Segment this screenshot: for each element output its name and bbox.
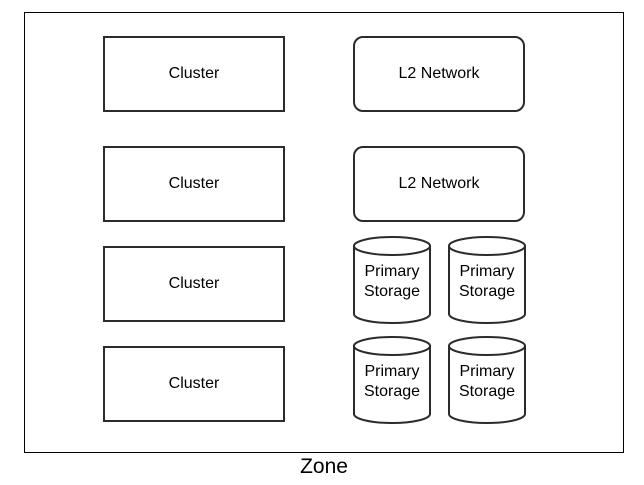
cylinder-shape bbox=[353, 236, 431, 324]
cluster-box-3[interactable]: Cluster bbox=[103, 246, 285, 322]
cylinder-shape bbox=[448, 236, 526, 324]
primary-storage-4[interactable]: Primary Storage bbox=[448, 336, 526, 424]
primary-storage-1[interactable]: Primary Storage bbox=[353, 236, 431, 324]
cluster-box-4[interactable]: Cluster bbox=[103, 346, 285, 422]
zone-label: Zone bbox=[300, 455, 348, 478]
l2-network-label: L2 Network bbox=[398, 175, 480, 192]
cluster-label: Cluster bbox=[168, 65, 220, 82]
primary-storage-label: Primary Storage bbox=[458, 263, 516, 300]
cylinder-shape bbox=[448, 336, 526, 424]
primary-storage-3[interactable]: Primary Storage bbox=[353, 336, 431, 424]
primary-storage-2[interactable]: Primary Storage bbox=[448, 236, 526, 324]
cluster-label: Cluster bbox=[168, 275, 220, 292]
cylinder-shape bbox=[353, 336, 431, 424]
cluster-box-1[interactable]: Cluster bbox=[103, 36, 285, 112]
primary-storage-label: Primary Storage bbox=[363, 263, 421, 300]
l2-network-box-2[interactable]: L2 Network bbox=[353, 146, 525, 222]
primary-storage-label: Primary Storage bbox=[458, 363, 516, 400]
l2-network-box-1[interactable]: L2 Network bbox=[353, 36, 525, 112]
cluster-box-2[interactable]: Cluster bbox=[103, 146, 285, 222]
l2-network-label: L2 Network bbox=[398, 65, 480, 82]
cluster-label: Cluster bbox=[168, 375, 220, 392]
cluster-label: Cluster bbox=[168, 175, 220, 192]
primary-storage-label: Primary Storage bbox=[363, 363, 421, 400]
